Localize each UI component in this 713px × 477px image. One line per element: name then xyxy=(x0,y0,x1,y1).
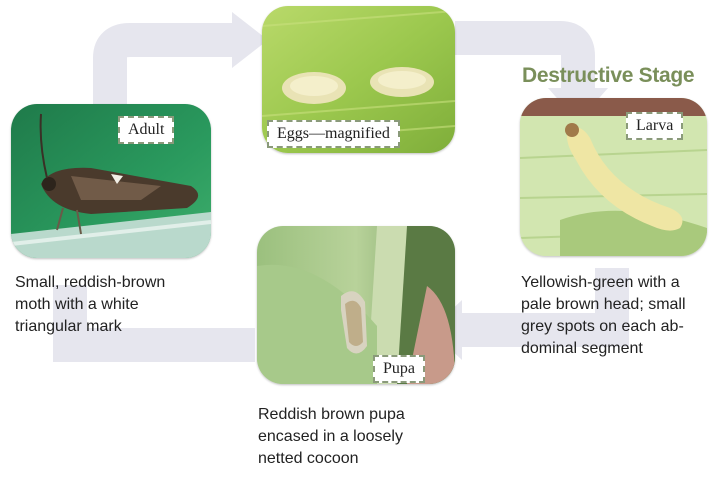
pupa-caption: Reddish brown pupa encased in a loosely … xyxy=(258,404,405,470)
eggs-label: Eggs—magnified xyxy=(267,120,400,148)
adult-caption: Small, reddish-brown moth with a white t… xyxy=(15,272,165,338)
larva-caption: Yellowish-green with a pale brown head; … xyxy=(521,272,686,360)
adult-photo xyxy=(11,104,211,258)
destructive-stage-title: Destructive Stage xyxy=(522,64,694,88)
adult-image xyxy=(11,104,211,258)
larva-label: Larva xyxy=(626,112,683,140)
adult-label: Adult xyxy=(118,116,174,144)
pupa-image xyxy=(257,226,455,384)
arrow-adult-to-eggs xyxy=(110,40,235,110)
pupa-label: Pupa xyxy=(373,355,425,383)
pupa-photo xyxy=(257,226,455,384)
larva-head xyxy=(565,123,579,137)
